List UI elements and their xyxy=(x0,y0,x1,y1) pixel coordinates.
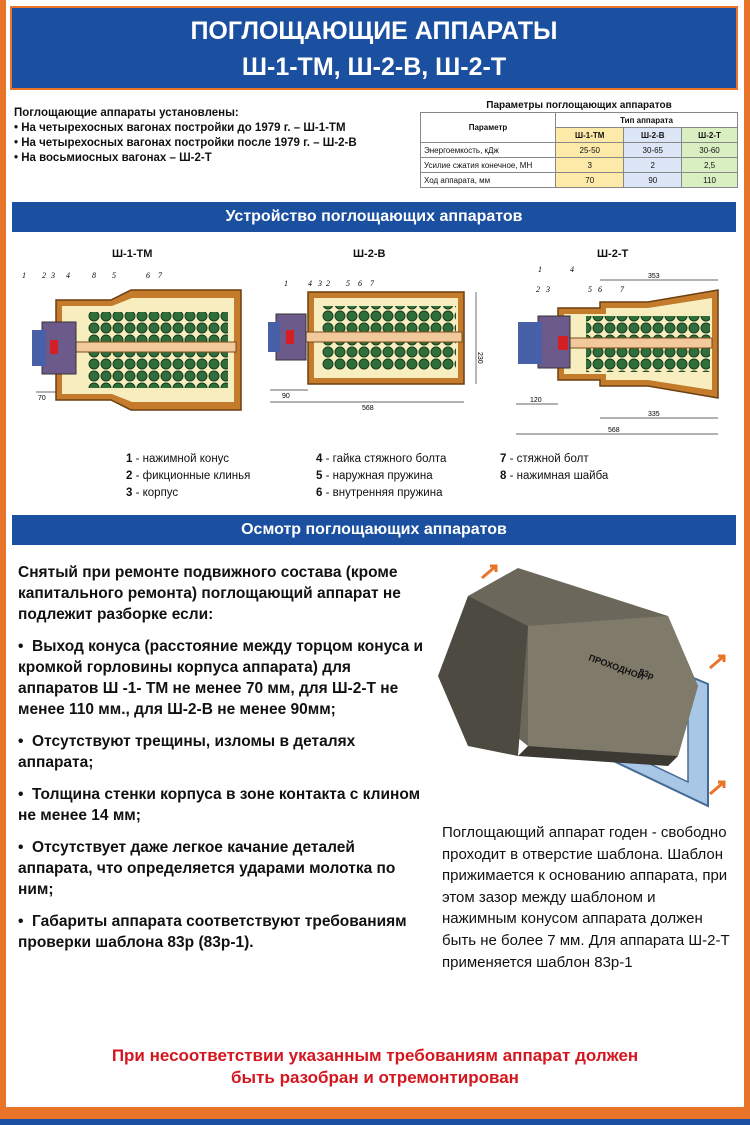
diagram-number: 3 xyxy=(50,271,55,280)
diagram-label-sh2t: Ш-2-Т xyxy=(597,248,629,260)
diagram-number: 5 xyxy=(588,285,592,294)
diagram-label-sh2v: Ш-2-В xyxy=(353,248,386,260)
cell: 2 xyxy=(623,157,683,173)
diagram-number: 7 xyxy=(158,271,163,280)
diagram-number: 4 xyxy=(66,271,70,280)
template-illustration: ПРОХОДНОЙ 83р xyxy=(438,564,726,808)
diagram-dimension: 335 xyxy=(648,411,660,418)
type-col: Ш-2-В xyxy=(623,127,683,143)
diagram-number: 6 xyxy=(358,279,362,288)
legend-item: 8 - нажимная шайба xyxy=(500,470,609,482)
intro-list: На четырехосных вагонах постройки до 197… xyxy=(14,121,414,166)
legend-item: 3 - корпус xyxy=(126,487,179,499)
legend-col-2: 4 - гайка стяжного болта 5 - наружная пр… xyxy=(316,451,446,502)
legend-item: 7 - стяжной болт xyxy=(500,453,589,465)
legend-col-1: 1 - нажимной конус 2 - фикционные клинья… xyxy=(126,451,250,502)
legend-item: 6 - внутренняя пружина xyxy=(316,487,443,499)
diagram-number: 2 xyxy=(536,285,540,294)
diagram-number: 6 xyxy=(146,271,150,280)
warning-text: При несоответствии указанным требованиям… xyxy=(111,1046,639,1087)
cell: 30-60 xyxy=(681,142,738,158)
type-col: Ш-2-Т xyxy=(681,127,738,143)
cell: 110 xyxy=(681,172,738,188)
cell: 70 xyxy=(554,172,625,188)
page-title: ПОГЛОЩАЮЩИЕ АППАРАТЫ Ш-1-ТМ, Ш-2-В, Ш-2-… xyxy=(10,6,738,90)
cell: 90 xyxy=(623,172,683,188)
diagram-dimension: 568 xyxy=(608,427,620,434)
diagram-number: 1 xyxy=(284,279,288,288)
type-col: Ш-1-ТМ xyxy=(554,127,625,143)
diagram-dimension: 353 xyxy=(648,273,660,280)
cell: 2,5 xyxy=(681,157,738,173)
legend-item: 2 - фикционные клинья xyxy=(126,470,251,482)
diagram-dimension: 120 xyxy=(530,397,542,404)
diagram-number: 5 xyxy=(346,279,350,288)
inspection-item: • Отсутствует даже легкое качание детале… xyxy=(18,839,396,898)
intro-item: На четырехосных вагонах постройки до 197… xyxy=(14,121,414,136)
row-name: Ход аппарата, мм xyxy=(420,172,556,188)
diagram-dimension: 90 xyxy=(282,393,290,400)
diagram-number: 2 xyxy=(42,271,46,280)
bottom-bar xyxy=(0,1119,750,1125)
title-line-1: ПОГЛОЩАЮЩИЕ АППАРАТЫ xyxy=(190,17,558,45)
inspection-text: Снятый при ремонте подвижного состава (к… xyxy=(18,562,428,964)
legend-item: 4 - гайка стяжного болта xyxy=(316,453,447,465)
diagram-number: 1 xyxy=(22,271,26,280)
legend-col-3: 7 - стяжной болт 8 - нажимная шайба xyxy=(500,451,608,485)
diagram-number: 7 xyxy=(620,285,625,294)
diagram-number: 5 xyxy=(112,271,116,280)
diagram-number: 6 xyxy=(598,285,602,294)
diagram-number: 4 xyxy=(570,265,574,274)
inspection-intro: Снятый при ремонте подвижного состава (к… xyxy=(18,564,401,623)
inspection-item: • Отсутствуют трещины, изломы в деталях … xyxy=(18,733,356,771)
legend-item: 1 - нажимной конус xyxy=(126,453,230,465)
diagram-number: 3 xyxy=(317,279,322,288)
diagram-sh2t: 1 4 2 3 5 6 7 353 120 335 568 xyxy=(516,265,719,435)
inspection-item: • Толщина стенки корпуса в зоне контакта… xyxy=(18,786,421,824)
diagram-number: 7 xyxy=(370,279,375,288)
diagram-dimension: 70 xyxy=(38,395,46,402)
cell: 25-50 xyxy=(554,142,625,158)
bottom-stripe xyxy=(0,1107,750,1119)
table-row: Энергоемкость, кДж 25-50 30-65 30-60 xyxy=(420,142,738,158)
param-header: Параметр xyxy=(420,112,556,143)
diagram-number: 4 xyxy=(308,279,312,288)
intro-item: На четырехосных вагонах постройки после … xyxy=(14,136,414,151)
section-header-inspection: Осмотр поглощающих аппаратов xyxy=(12,515,736,545)
intro-heading: Поглощающие аппараты установлены: xyxy=(14,107,239,119)
params-table-title: Параметры поглощающих аппаратов xyxy=(486,100,672,111)
title-line-2: Ш-1-ТМ, Ш-2-В, Ш-2-Т xyxy=(241,53,507,81)
diagram-dimension: 568 xyxy=(362,405,374,412)
inspection-item: • Габариты аппарата соответствуют требов… xyxy=(18,913,407,951)
diagram-number: 8 xyxy=(92,271,96,280)
cell: 30-65 xyxy=(623,142,683,158)
diagram-sh1tm: 1 2 3 4 8 5 6 7 70 xyxy=(22,271,242,411)
diagram-dimension: 230 xyxy=(476,352,483,364)
table-row: Ход аппарата, мм 70 90 110 xyxy=(420,172,738,188)
inspection-item: • Выход конуса (расстояние между торцом … xyxy=(18,638,424,718)
intro-block: Поглощающие аппараты установлены: На чет… xyxy=(14,106,414,166)
type-header: Тип аппарата xyxy=(555,112,738,128)
params-table: Параметр Тип аппарата Ш-1-ТМ Ш-2-В Ш-2-Т… xyxy=(420,112,738,188)
row-name: Усилие сжатия конечное, МН xyxy=(420,157,556,173)
table-row: Усилие сжатия конечное, МН 3 2 2,5 xyxy=(420,157,738,173)
row-name: Энергоемкость, кДж xyxy=(420,142,556,158)
intro-item: На восьмиосных вагонах – Ш-2-Т xyxy=(14,151,414,166)
legend-item: 5 - наружная пружина xyxy=(316,470,433,482)
diagram-number: 2 xyxy=(326,279,330,288)
side-text: Поглощающий аппарат годен - свободно про… xyxy=(442,824,730,971)
diagram-number: 1 xyxy=(538,265,542,274)
diagram-sh2v: 1 4 3 2 5 6 7 90 568 230 xyxy=(268,279,483,412)
diagram-number: 3 xyxy=(545,285,550,294)
diagram-label-sh1tm: Ш-1-ТМ xyxy=(112,248,153,260)
cell: 3 xyxy=(554,157,625,173)
section-header-device: Устройство поглощающих аппаратов xyxy=(12,202,736,232)
